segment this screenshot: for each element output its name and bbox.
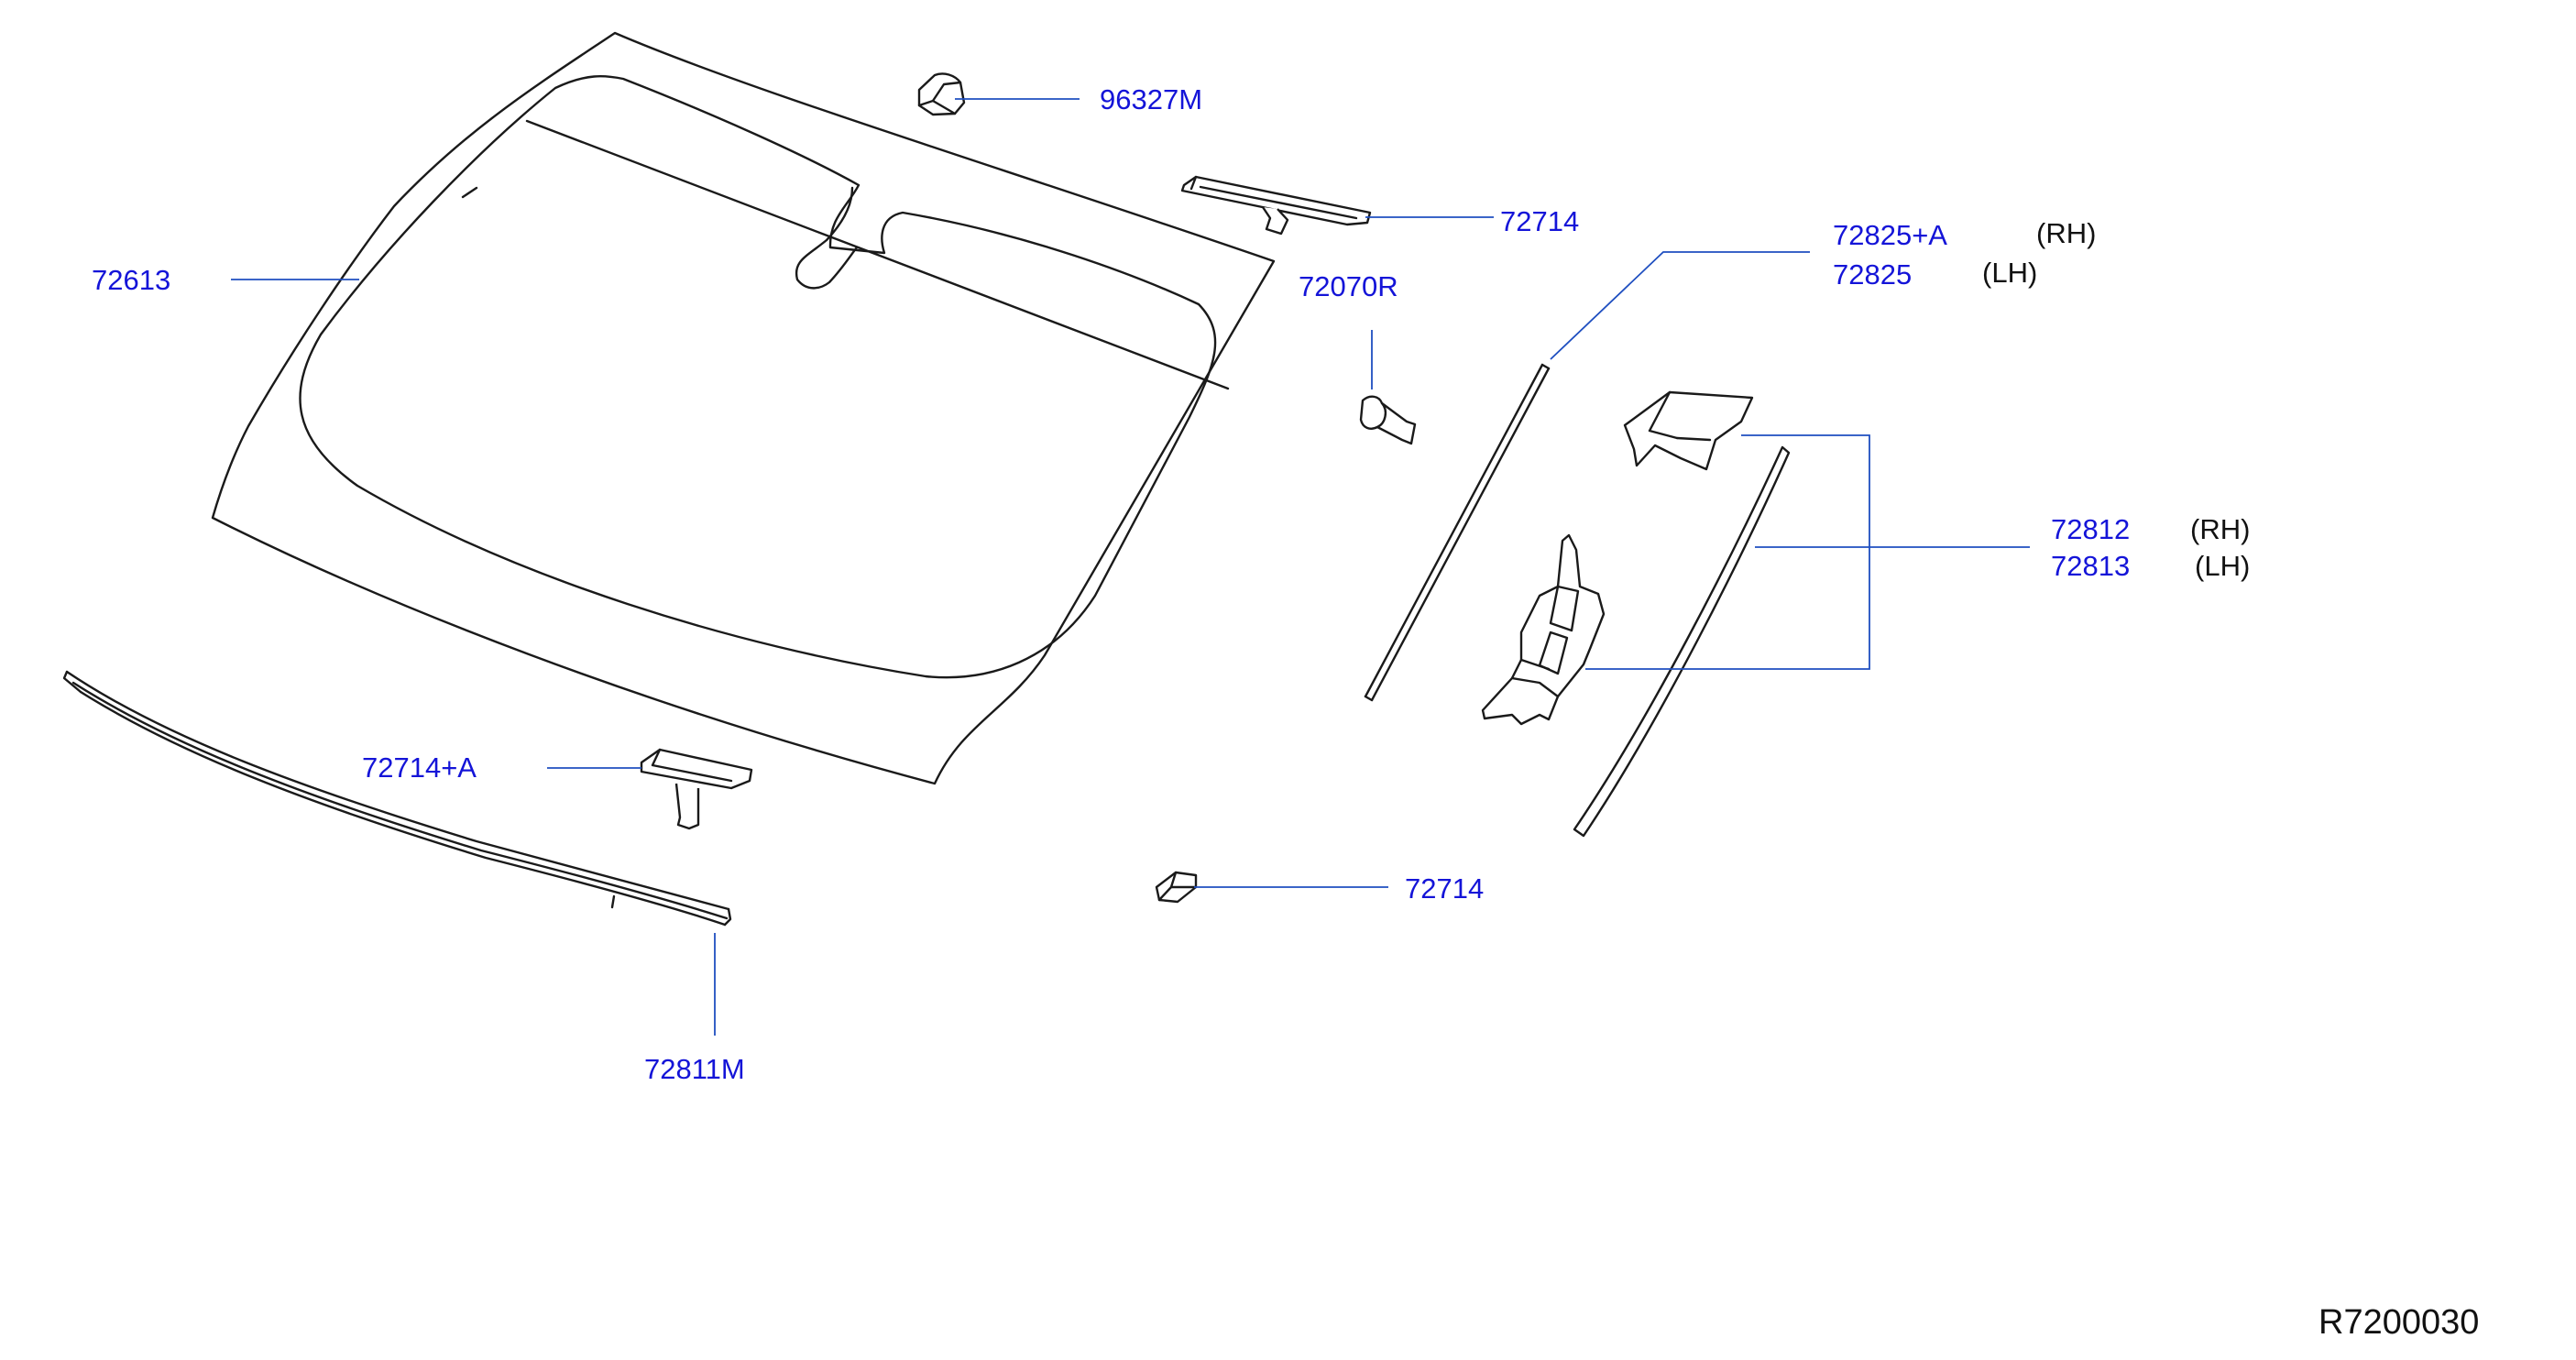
callout-72825[interactable]: 72825 xyxy=(1833,258,1912,291)
clip-96327m[interactable] xyxy=(917,72,966,116)
clip-bracket-lower[interactable] xyxy=(1481,533,1606,726)
moulding-clip-72714-bottom[interactable] xyxy=(1155,871,1198,904)
side-label-lh-72825: (LH) xyxy=(1982,257,2037,289)
callout-72070r[interactable]: 72070R xyxy=(1299,270,1398,302)
windshield-glass[interactable] xyxy=(211,31,1276,785)
callout-72825a[interactable]: 72825+A xyxy=(1833,219,1947,251)
diagram-reference-code: R7200030 xyxy=(2318,1303,2479,1342)
retainer-72070r[interactable] xyxy=(1359,395,1417,445)
side-label-rh-72812: (RH) xyxy=(2190,513,2250,545)
side-label-rh-72825: (RH) xyxy=(2036,217,2096,249)
callout-72813[interactable]: 72813 xyxy=(2051,550,2130,582)
callout-72811m[interactable]: 72811M xyxy=(644,1053,745,1085)
callout-72613[interactable]: 72613 xyxy=(92,264,170,296)
leader-72825 xyxy=(1550,251,1810,360)
pillar-moulding-72825[interactable] xyxy=(1364,363,1551,702)
side-labels: (RH) (LH) (RH) (LH) xyxy=(1982,217,2250,582)
callout-72714-top[interactable]: 72714 xyxy=(1500,205,1579,237)
moulding-clip-72714a[interactable] xyxy=(640,748,753,830)
leader-72812-bracket xyxy=(1585,434,1870,670)
leader-lines xyxy=(231,98,2030,1036)
windshield-lower-moulding[interactable] xyxy=(62,670,732,927)
cover-bracket-upper[interactable] xyxy=(1623,390,1754,471)
callout-72812[interactable]: 72812 xyxy=(2051,513,2130,545)
callout-72714a[interactable]: 72714+A xyxy=(362,751,477,784)
side-label-lh-72813: (LH) xyxy=(2195,550,2250,582)
moulding-clip-72714-top[interactable] xyxy=(1180,175,1372,236)
callout-72714-bottom[interactable]: 72714 xyxy=(1405,872,1484,905)
callout-labels: 96327M 72714 72613 72070R 72825+A 72825 … xyxy=(92,83,2130,1085)
callout-96327m[interactable]: 96327M xyxy=(1100,83,1202,115)
side-moulding-72812-72813[interactable] xyxy=(1573,445,1791,838)
